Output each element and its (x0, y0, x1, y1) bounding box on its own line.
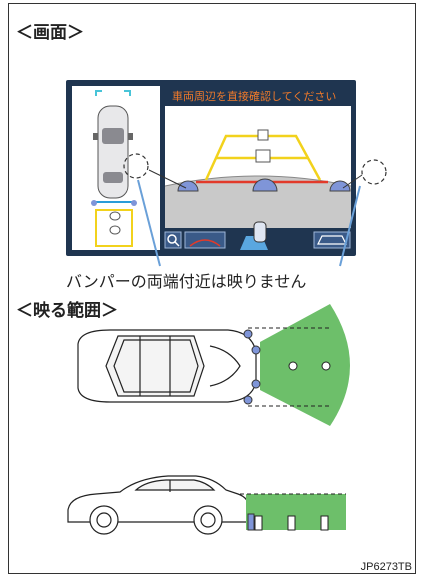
car-top-icon (93, 105, 133, 199)
magnifier-icon (167, 234, 177, 244)
page-frame (8, 3, 416, 574)
screen-toolbar (164, 221, 351, 250)
screen-warning-text: 車両周辺を直接確認してください (172, 90, 337, 103)
range-area-top (260, 304, 350, 426)
car-top-icon (77, 329, 257, 403)
caption-text: バンパーの両端付近は映りません (66, 272, 307, 291)
range-area-side (246, 494, 346, 530)
heading-range: ＜映る範囲＞ (16, 301, 118, 321)
heading-screen: ＜画面＞ (16, 23, 84, 43)
sensor-domes (177, 178, 351, 192)
figure-code: JP6273TB (360, 561, 412, 573)
top-view-corner-marks (95, 90, 131, 96)
car-side-icon (67, 475, 251, 535)
